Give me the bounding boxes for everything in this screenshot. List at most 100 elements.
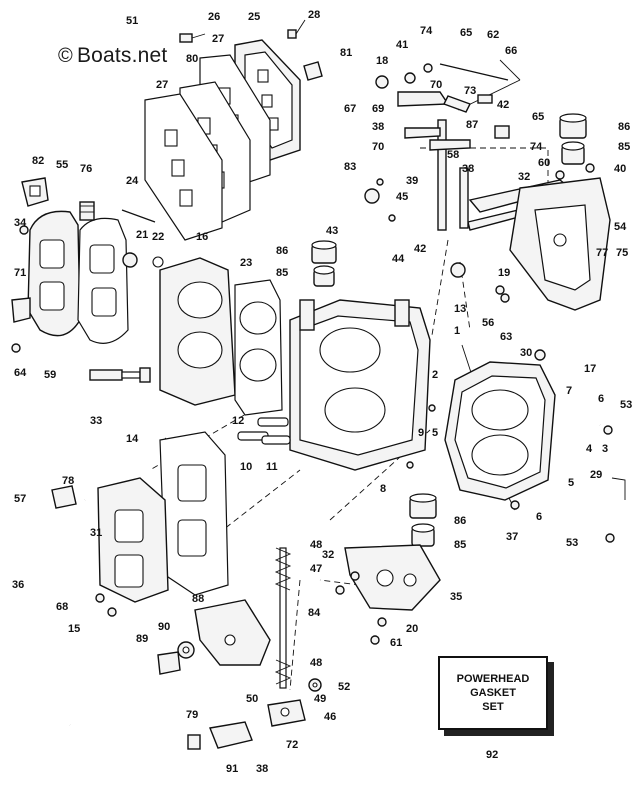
callout-28: 28 (308, 9, 320, 21)
part-54-mounting-bracket (509, 177, 611, 311)
callout-38-b: 38 (462, 163, 474, 175)
callout-87: 87 (466, 119, 478, 131)
part-82-clip (21, 177, 49, 207)
callout-13: 13 (454, 303, 466, 315)
part-35-throttle-bracket (344, 544, 441, 611)
crankcase-half (444, 361, 556, 501)
callout-3: 3 (602, 443, 608, 455)
callout-68: 68 (56, 601, 68, 613)
callout-62: 62 (487, 29, 499, 41)
part-86-mount-center (311, 240, 337, 264)
callout-86-b: 86 (276, 245, 288, 257)
part-76-spring (79, 201, 95, 221)
callout-6-b: 6 (536, 511, 542, 523)
callout-85-b: 85 (276, 267, 288, 279)
callout-45: 45 (396, 191, 408, 203)
small-fasteners (95, 163, 615, 645)
part-86-mount-lower (409, 493, 437, 519)
callout-24: 24 (126, 175, 139, 187)
callout-labels: 51 26 25 28 74 41 65 62 66 18 27 80 81 7… (12, 9, 632, 775)
part-52-nut (308, 678, 322, 692)
part-14-intake-gasket (159, 431, 229, 596)
callout-82: 82 (32, 155, 44, 167)
callout-42: 42 (497, 99, 509, 111)
part-91-bracket (209, 721, 253, 749)
callout-49: 49 (314, 693, 326, 705)
callout-74-b: 74 (530, 141, 543, 153)
callout-66: 66 (505, 45, 517, 57)
callout-65: 65 (460, 27, 472, 39)
powerhead-gasket-set-box: POWERHEAD GASKET SET (438, 656, 548, 730)
callout-47: 47 (310, 563, 322, 575)
callout-15: 15 (68, 623, 80, 635)
callout-10: 10 (240, 461, 252, 473)
part-23-head-gasket (234, 279, 283, 416)
callout-53-b: 53 (566, 537, 578, 549)
callout-32: 32 (518, 171, 530, 183)
callout-83: 83 (344, 161, 356, 173)
part-16-cylinder-plate (159, 257, 236, 406)
callout-48-b: 48 (310, 657, 322, 669)
callout-33: 33 (90, 415, 102, 427)
part-24-long-bolt (121, 209, 156, 223)
callout-44: 44 (392, 253, 405, 265)
callout-26: 26 (208, 11, 220, 23)
callout-86-c: 86 (454, 515, 466, 527)
callout-16: 16 (196, 231, 208, 243)
callout-27: 27 (212, 33, 224, 45)
callout-2: 2 (432, 369, 438, 381)
part-12-dowel (257, 417, 289, 427)
part-11-dowel (261, 435, 291, 445)
part-46-lever (267, 699, 306, 727)
callout-73: 73 (464, 85, 476, 97)
part-51-elbow-hose (138, 30, 160, 58)
callout-79: 79 (186, 709, 198, 721)
callout-70: 70 (430, 79, 442, 91)
part-78-intake-cover (97, 477, 169, 603)
callout-29: 29 (590, 469, 602, 481)
callout-52: 52 (338, 681, 350, 693)
callout-61: 61 (390, 637, 402, 649)
callout-76: 76 (80, 163, 92, 175)
part-36-long-hose (46, 499, 87, 726)
callout-6: 6 (598, 393, 604, 405)
callout-77: 77 (596, 247, 608, 259)
callout-36: 36 (12, 579, 24, 591)
part-59-gasket (77, 217, 129, 344)
callout-40: 40 (614, 163, 626, 175)
callout-85-a: 85 (618, 141, 630, 153)
callout-58: 58 (447, 149, 459, 161)
callout-72: 72 (286, 739, 298, 751)
part-55-exhaust-plate (27, 210, 81, 337)
part-85-mount-lower (411, 523, 435, 547)
callout-67: 67 (344, 103, 356, 115)
kit-line-2: GASKET (470, 687, 516, 699)
callout-43: 43 (326, 225, 338, 237)
callout-9: 9 (418, 427, 424, 439)
callout-1: 1 (454, 325, 460, 337)
callout-18: 18 (376, 55, 388, 67)
part-28-bolt (287, 19, 306, 39)
callout-50: 50 (246, 693, 258, 705)
callout-85-c: 85 (454, 539, 466, 551)
callout-57: 57 (14, 493, 26, 505)
callout-39: 39 (406, 175, 418, 187)
part-85-mount-center (313, 265, 335, 287)
callout-92: 92 (486, 749, 498, 761)
callout-69: 69 (372, 103, 384, 115)
callout-89: 89 (136, 633, 148, 645)
callout-81: 81 (340, 47, 352, 59)
callout-86-a: 86 (618, 121, 630, 133)
callout-19: 19 (498, 267, 510, 279)
callout-14: 14 (126, 433, 139, 445)
callout-11: 11 (266, 461, 278, 473)
part-33-spark-plug (89, 367, 151, 383)
callout-17: 17 (584, 363, 596, 375)
callout-51: 51 (126, 15, 138, 27)
part-64-screw (11, 343, 21, 353)
callout-63: 63 (500, 331, 512, 343)
part-21-22-fitting (122, 252, 164, 268)
callout-78: 78 (62, 475, 74, 487)
callout-56: 56 (482, 317, 494, 329)
